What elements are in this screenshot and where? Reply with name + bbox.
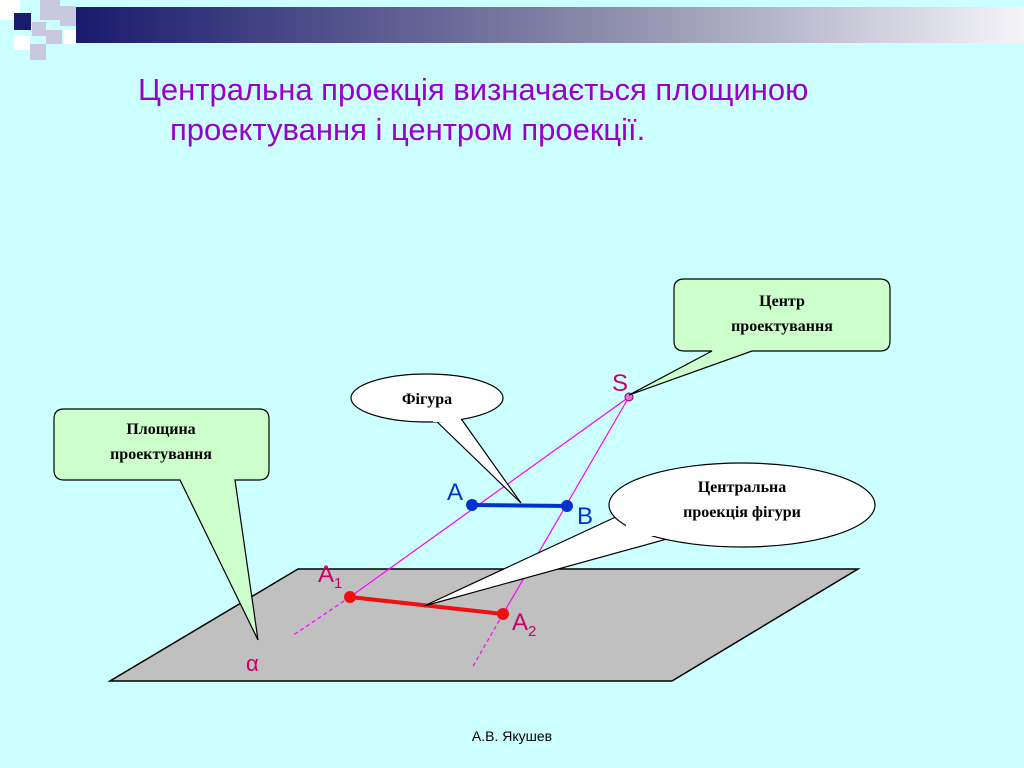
callout-center: Центр проектування (628, 278, 891, 396)
callout-projection-ellipse (608, 462, 876, 548)
callout-figure-shape (430, 416, 522, 504)
ray-s-a1-dashed (291, 596, 351, 637)
label-b: B (577, 503, 593, 530)
point-a2 (497, 608, 509, 620)
callout-figure-ellipse (350, 373, 504, 423)
label-a: A (447, 479, 463, 506)
point-a (466, 499, 478, 511)
callout-projection: Центральна проекція фігури (423, 462, 876, 607)
callout-center-shape (628, 278, 891, 396)
corner-square (40, 0, 60, 20)
label-s: S (612, 370, 628, 397)
point-b (561, 500, 573, 512)
callout-plane: Площина проектування (53, 408, 270, 641)
callout-figure: Фігура (350, 373, 522, 504)
callout-plane-line2: проектування (110, 446, 212, 463)
callout-center-line2: проектування (731, 318, 833, 335)
corner-square (32, 22, 46, 36)
corner-square (14, 36, 30, 50)
corner-square (14, 13, 31, 30)
callout-center-line1: Центр (759, 293, 805, 310)
corner-square (60, 6, 76, 26)
callout-projection-mask (626, 514, 664, 536)
callout-figure-line1: Фігура (402, 391, 452, 408)
ray-s-a1 (349, 396, 630, 598)
slide-title: Центральна проекція визначається площино… (138, 70, 938, 150)
ray-s-a2-dashed (471, 613, 504, 669)
segment-a-b (471, 503, 568, 508)
label-a1-base: A (318, 561, 334, 588)
author-footer: А.В. Якушев (471, 728, 553, 744)
label-a2: A2 (512, 609, 536, 640)
title-line-2: проектування і центром проекції. (170, 112, 646, 147)
top-gradient-bar (76, 7, 1024, 43)
label-a2-base: A (512, 609, 528, 636)
callout-figure-mask (433, 414, 461, 422)
callout-projection-line2: проекція фігури (683, 504, 801, 521)
label-a1-sub: 1 (334, 575, 342, 592)
title-line-1: Центральна проекція визначається площино… (138, 72, 809, 107)
label-a1: A1 (318, 561, 342, 592)
callout-plane-line1: Площина (126, 421, 195, 438)
label-alpha: α (246, 651, 259, 676)
point-s (624, 392, 634, 402)
corner-square (46, 30, 62, 44)
label-a2-sub: 2 (528, 623, 536, 640)
callout-plane-shape (53, 408, 270, 641)
point-a1 (344, 591, 356, 603)
projection-plane (107, 568, 861, 682)
callout-projection-line1: Центральна (698, 479, 787, 496)
corner-square (64, 30, 76, 44)
corner-square (30, 44, 46, 60)
